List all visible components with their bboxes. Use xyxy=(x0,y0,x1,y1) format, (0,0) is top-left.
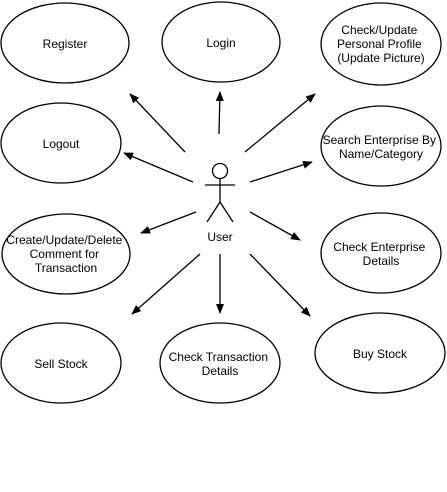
actor-head xyxy=(211,162,229,180)
use-case-logout[interactable]: Logout xyxy=(0,102,122,184)
use-case-sell-stock-label: Sell Stock xyxy=(34,357,88,371)
actor-label: User xyxy=(207,230,232,244)
actor-left-leg xyxy=(206,201,221,223)
use-case-transaction-details-label: Check Transaction Details xyxy=(169,350,272,378)
arrow-to-login xyxy=(215,91,224,135)
arrow-to-register xyxy=(129,93,186,153)
use-case-register[interactable]: Register xyxy=(0,2,130,84)
use-case-buy-stock[interactable]: Buy Stock xyxy=(314,312,446,394)
arrow-to-comment xyxy=(140,211,197,234)
arrow-to-profile xyxy=(244,93,316,153)
use-case-register-label: Register xyxy=(43,37,88,51)
arrow-to-sell-stock xyxy=(131,253,201,315)
arrow-to-buy-stock xyxy=(249,253,311,317)
use-case-profile[interactable]: Check/Update Personal Profile (Update Pi… xyxy=(320,2,442,86)
use-case-comment-label: Create/Update/Delete Comment for Transac… xyxy=(6,233,125,275)
arrow-to-search xyxy=(249,160,313,183)
use-case-comment[interactable]: Create/Update/Delete Comment for Transac… xyxy=(1,213,131,295)
use-case-profile-label: Check/Update Personal Profile (Update Pi… xyxy=(337,23,425,65)
use-case-enterprise-details-label: Check Enterprise Details xyxy=(333,240,428,268)
use-case-login-label: Login xyxy=(206,36,235,50)
use-case-sell-stock[interactable]: Sell Stock xyxy=(0,322,122,404)
use-case-transaction-details[interactable]: Check Transaction Details xyxy=(159,322,281,404)
arrow-to-enterprise-details xyxy=(249,211,301,241)
actor-right-leg xyxy=(219,201,234,223)
use-case-search-label: Search Enterprise By Name/Category xyxy=(323,133,440,161)
use-case-search[interactable]: Search Enterprise By Name/Category xyxy=(320,105,442,187)
actor-user[interactable]: User xyxy=(205,162,235,245)
use-case-buy-stock-label: Buy Stock xyxy=(353,347,408,361)
arrow-to-logout xyxy=(123,152,194,183)
use-case-enterprise-details[interactable]: Check Enterprise Details xyxy=(320,212,442,294)
use-case-logout-label: Logout xyxy=(43,137,80,151)
use-case-login[interactable]: Login xyxy=(161,1,281,83)
